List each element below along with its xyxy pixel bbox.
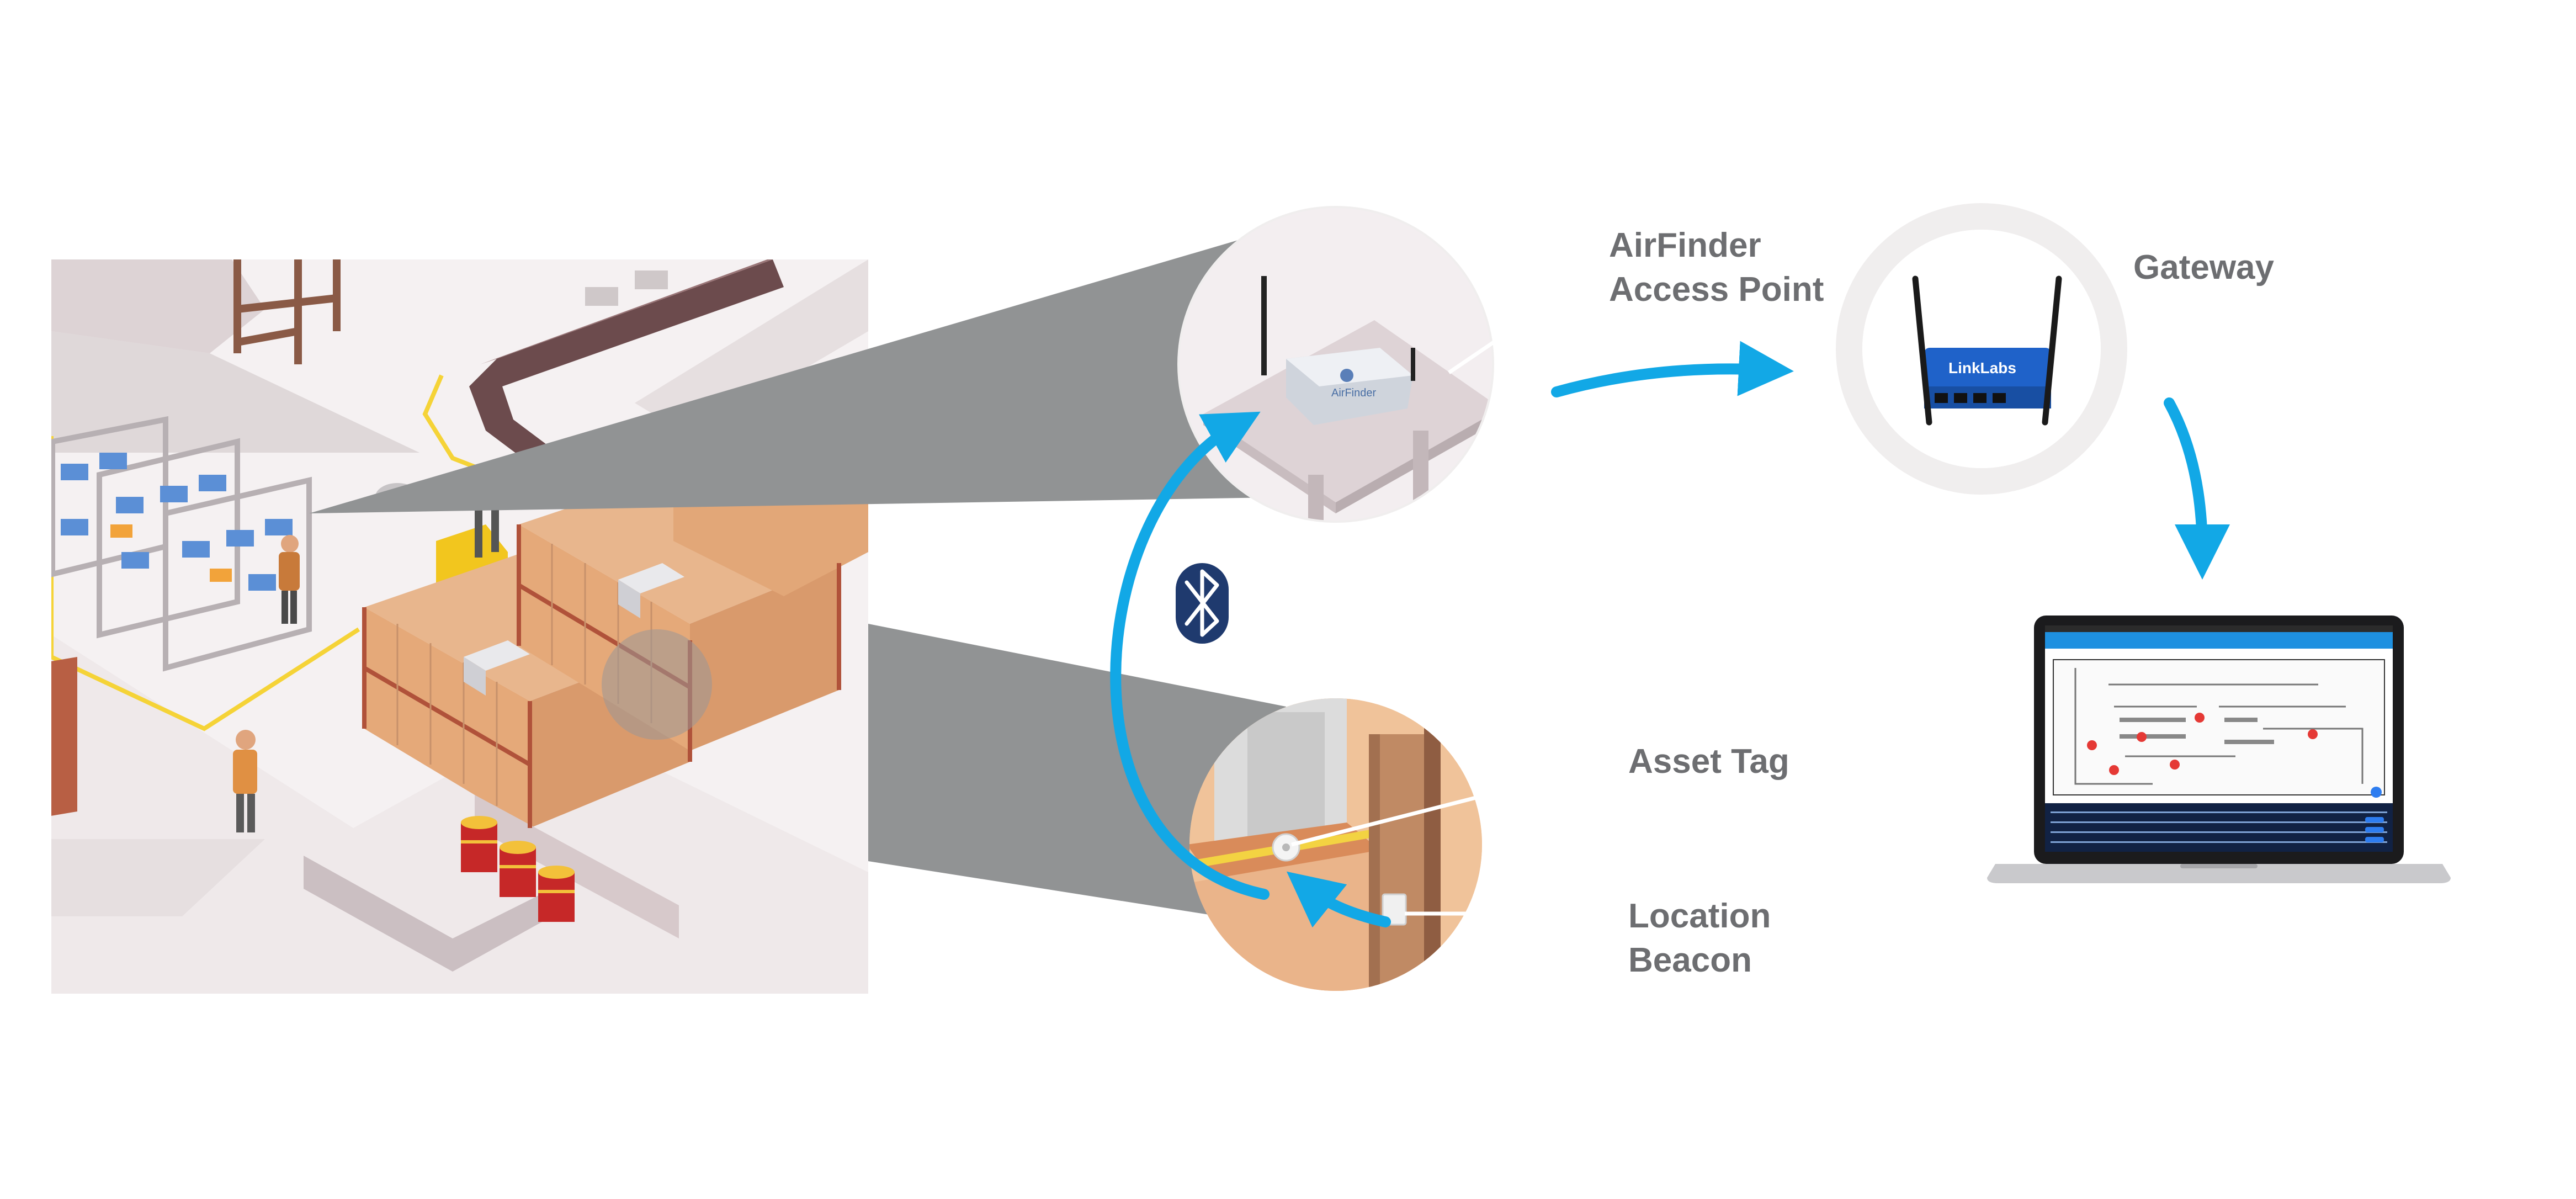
access-point-brand-text: AirFinder: [1331, 387, 1376, 399]
warehouse-illustration: [51, 259, 868, 994]
projection-cone-asset-tag: [868, 624, 1286, 916]
label-location-beacon: Location Beacon: [1628, 894, 1771, 983]
gateway-device: LinkLabs: [1836, 203, 2127, 495]
projection-cone-access-point: [309, 237, 1308, 513]
flow-arrows: [1110, 341, 2230, 928]
arrow-gateway-to-laptop: [2164, 397, 2230, 580]
leader-lines: [1291, 272, 1596, 916]
barrels: [461, 816, 575, 922]
label-access-point-line2: Access Point: [1609, 270, 1824, 309]
label-location-beacon-line2: Beacon: [1628, 941, 1752, 979]
left-shelving: [51, 416, 312, 672]
leader-line-access-point: [1448, 272, 1596, 374]
gateway-brand-text: LinkLabs: [1948, 359, 2016, 376]
label-access-point-line1: AirFinder: [1609, 226, 1761, 264]
label-access-point: AirFinder Access Point: [1609, 224, 1824, 312]
location-beacon-device: [1382, 893, 1407, 926]
worker: [233, 730, 257, 832]
conveyor-belt: [469, 259, 784, 480]
bluetooth-icon: [1176, 563, 1229, 644]
label-asset-tag: Asset Tag: [1628, 742, 1789, 781]
overhead-frame: [233, 259, 341, 364]
leader-line-asset-tag: [1291, 765, 1596, 847]
label-gateway: Gateway: [2133, 248, 2275, 287]
laptop-screen-content: [2045, 625, 2393, 852]
arrow-bluetooth-loop: [1110, 411, 1270, 900]
worker: [279, 535, 300, 624]
label-location-beacon-line1: Location: [1628, 897, 1771, 935]
highlight-zone-asset: [602, 629, 712, 740]
arrow-beacon-to-tag: [1286, 871, 1391, 928]
laptop: [1987, 616, 2451, 883]
arrow-access-point-to-gateway: [1551, 341, 1794, 397]
